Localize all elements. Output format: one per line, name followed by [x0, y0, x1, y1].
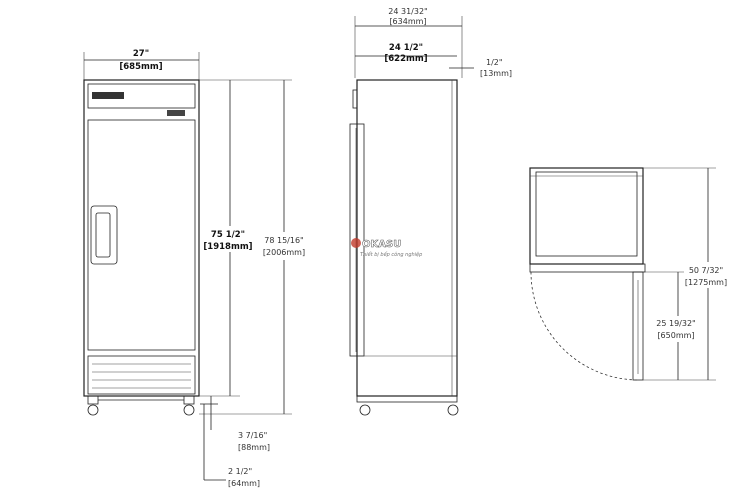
side-cabinet — [356, 79, 458, 397]
dim-label-bg — [684, 262, 730, 288]
control-display — [92, 92, 124, 99]
caster-height-inches: 3 7/16" — [238, 431, 267, 440]
front-width-inches: 27" — [133, 49, 149, 59]
dim-label-bg — [262, 232, 308, 260]
leg-height-inches: 2 1/2" — [228, 467, 252, 476]
caster-left — [87, 404, 99, 416]
top-depth-inches: 50 7/32" — [689, 266, 723, 275]
total-height-mm: [2006mm] — [263, 248, 305, 257]
front-door — [87, 119, 196, 351]
door-handle — [90, 205, 118, 265]
front-cabinet — [83, 79, 200, 397]
caster-mount-right — [183, 395, 195, 405]
total-height-inches: 78 15/16" — [264, 236, 303, 245]
front-height-inches: 75 1/2" — [211, 230, 245, 240]
door-handle-inner — [95, 212, 111, 258]
dim-label-bg — [206, 226, 250, 252]
top-cabinet — [529, 167, 644, 265]
front-height-mm: [1918mm] — [203, 242, 252, 252]
watermark-logo: OKASU Thiết bị bếp công nghiệp — [351, 238, 422, 258]
caster-mount-left — [87, 395, 99, 405]
front-view: 27" [685mm] 75 1/2" [1918mm] 78 — [83, 49, 308, 488]
side-total-depth-mm: [634mm] — [389, 17, 426, 26]
side-caster-front — [359, 404, 371, 416]
side-view: 24 31/32" [634mm] 24 1/2" [622mm] 1/2" [… — [349, 7, 512, 416]
side-caster-rear — [447, 404, 459, 416]
top-door — [529, 263, 646, 273]
control-panel — [87, 83, 196, 109]
top-depth-mm: [1275mm] — [685, 278, 727, 287]
side-hinge-top — [352, 89, 358, 109]
side-body-depth-mm: [622mm] — [384, 54, 427, 64]
side-base — [356, 395, 458, 403]
brand-badge — [167, 110, 185, 116]
watermark-brand: OKASU — [362, 239, 401, 250]
dim-label-bg — [652, 316, 698, 342]
door-swing-inches: 25 19/32" — [656, 319, 695, 328]
watermark-tagline: Thiết bị bếp công nghiệp — [360, 251, 422, 258]
side-body-depth-inches: 24 1/2" — [389, 43, 423, 53]
bottom-grille — [87, 355, 196, 395]
door-offset-inches: 1/2" — [486, 58, 503, 67]
front-width-mm: [685mm] — [119, 62, 162, 72]
caster-right — [183, 404, 195, 416]
door-swing-arc — [530, 271, 639, 381]
logo-dot — [351, 238, 361, 248]
door-swing-mm: [650mm] — [657, 331, 694, 340]
caster-height-mm: [88mm] — [238, 443, 270, 452]
top-open-door — [632, 271, 644, 381]
side-total-depth-inches: 24 31/32" — [388, 7, 427, 16]
top-cabinet-inner — [535, 171, 638, 257]
leg-height-mm: [64mm] — [228, 479, 260, 488]
top-view: 50 7/32" [1275mm] 25 19/32" [650mm] — [529, 167, 730, 381]
door-offset-mm: [13mm] — [480, 69, 512, 78]
